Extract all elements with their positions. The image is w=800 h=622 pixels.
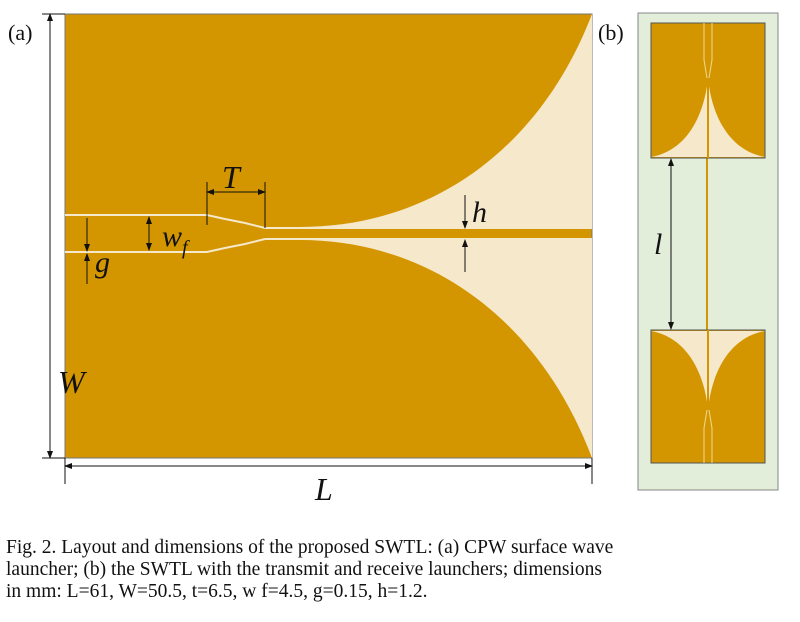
figure-caption: Fig. 2. Layout and dimensions of the pro… <box>6 537 790 603</box>
upper-flare-gap <box>265 14 592 229</box>
L-label: L <box>314 471 333 507</box>
panel-b-swtl: l <box>637 12 779 491</box>
transmit-launcher <box>650 22 766 159</box>
W-label: W <box>58 364 88 400</box>
caption-line-2: launcher; (b) the SWTL with the transmit… <box>6 559 603 580</box>
lower-flare-gap <box>265 238 592 458</box>
wf-label: wf <box>162 220 190 259</box>
figure-diagram: (a) (b) W L T wf g h <box>8 12 779 507</box>
caption-line-1: Fig. 2. Layout and dimensions of the pro… <box>6 537 614 558</box>
T-label: T <box>222 159 242 195</box>
launcher-metal <box>64 13 593 459</box>
panel-a-launcher <box>64 13 593 459</box>
receive-launcher <box>650 329 766 464</box>
panel-a-label: (a) <box>8 20 32 45</box>
l-label: l <box>654 228 662 261</box>
g-label: g <box>95 246 110 279</box>
lower-feed-slot <box>65 238 266 253</box>
upper-feed-slot <box>65 214 266 229</box>
caption-line-3: in mm: L=61, W=50.5, t=6.5, w f=4.5, g=0… <box>6 581 428 602</box>
panel-b-label: (b) <box>598 20 624 45</box>
h-label: h <box>472 196 487 229</box>
